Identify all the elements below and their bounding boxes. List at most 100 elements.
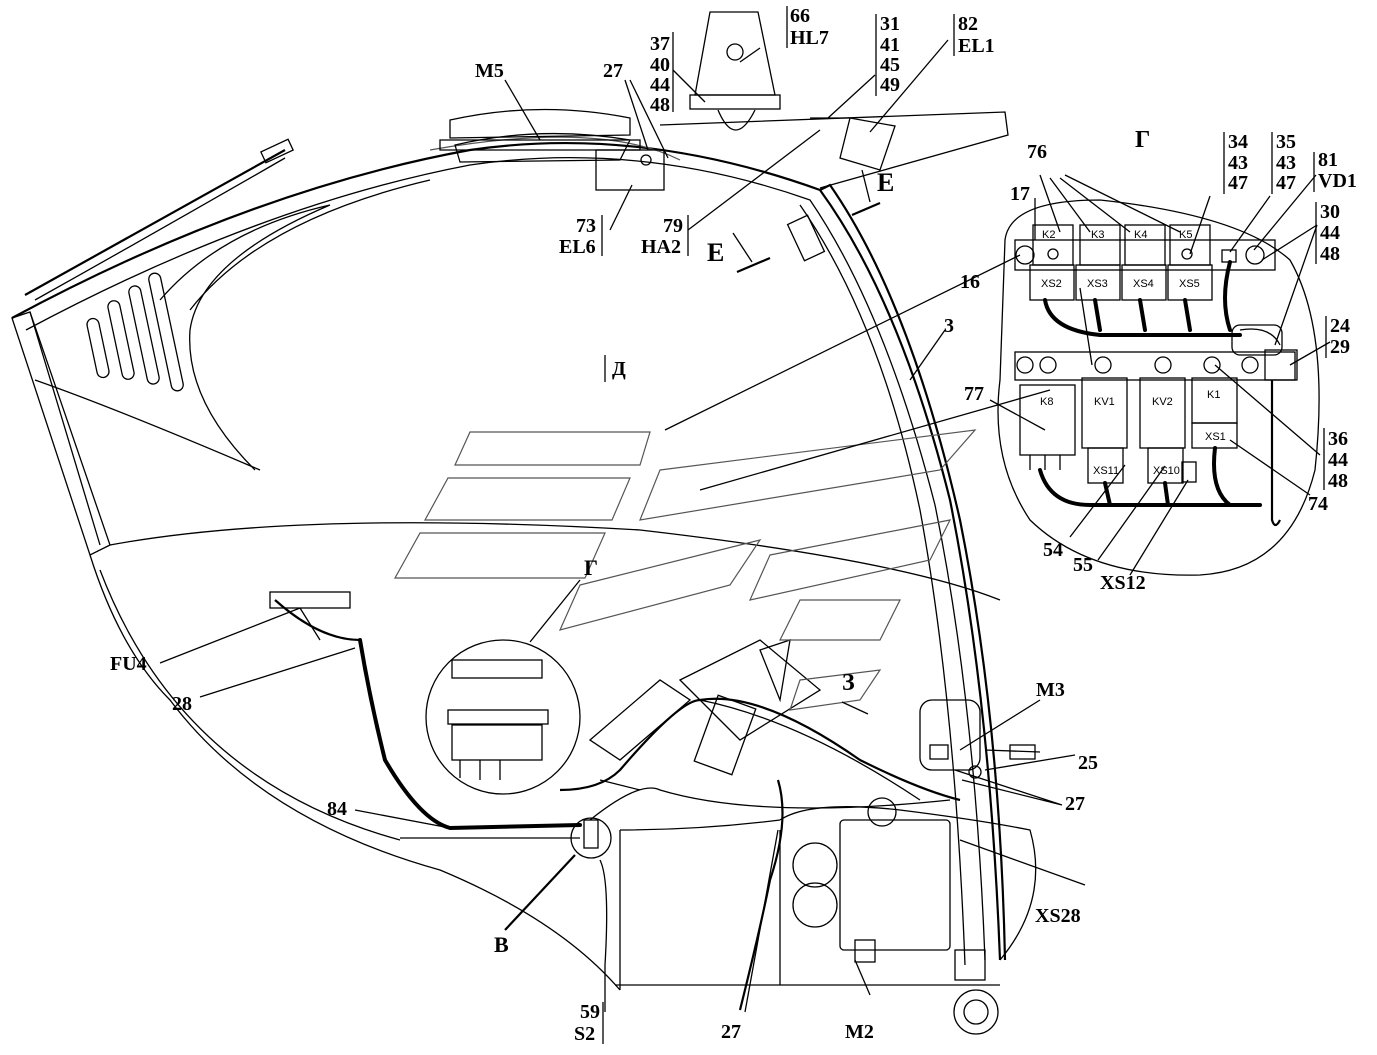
relay-kv2: KV2: [1152, 396, 1173, 408]
svg-text:47: 47: [1276, 172, 1296, 194]
relay-k2: K2: [1042, 229, 1055, 241]
svg-text:45: 45: [880, 54, 900, 76]
label-28: 28: [172, 693, 192, 715]
relay-bay-plates: [393, 429, 977, 711]
label-z-arrow: З: [842, 670, 855, 696]
label-m5: M5: [475, 60, 504, 82]
label-e-mid: Е: [707, 238, 724, 267]
svg-text:HA2: HA2: [641, 236, 681, 258]
heater-m2: [792, 797, 951, 963]
label-g-detail: Г: [1135, 127, 1150, 153]
svg-text:40: 40: [650, 54, 670, 76]
label-35-group: 35 43 47: [1271, 131, 1296, 194]
label-81-vd1: 81 VD1: [1313, 149, 1357, 192]
svg-text:30: 30: [1320, 201, 1340, 223]
detail-circle-g: [425, 579, 581, 795]
vent-slots: [86, 272, 184, 392]
label-84: 84: [327, 798, 347, 820]
label-82-el1: 82 EL1: [953, 13, 995, 57]
label-fu4: FU4: [110, 653, 147, 675]
label-24-group: 24 29: [1325, 315, 1350, 358]
svg-text:82: 82: [958, 13, 978, 35]
relay-k4: K4: [1134, 229, 1147, 241]
svg-text:48: 48: [1320, 243, 1340, 265]
svg-text:24: 24: [1330, 315, 1350, 337]
label-e-top: Е: [877, 168, 894, 197]
lamp-el1: [810, 117, 896, 171]
svg-text:EL1: EL1: [958, 35, 995, 57]
detail-view-g: K2 K3 K4 K5 XS2 XS3 XS4 XS5: [664, 199, 1320, 576]
label-55: 55: [1073, 554, 1093, 576]
label-v: В: [494, 932, 509, 957]
relay-row-bottom: K8 KV1 KV2 K1 XS11 XS10 XS1: [1019, 377, 1238, 484]
relay-k5: K5: [1179, 229, 1192, 241]
detail-circle-b: [504, 817, 612, 931]
svg-text:48: 48: [1328, 470, 1348, 492]
socket-xs2: XS2: [1041, 278, 1062, 290]
label-m2: M2: [845, 1021, 874, 1043]
label-36-group: 36 44 48: [1323, 428, 1348, 492]
label-27-bottom: 27: [721, 1021, 741, 1043]
label-74: 74: [1308, 493, 1328, 515]
label-16: 16: [960, 271, 980, 293]
socket-xs11: XS11: [1093, 465, 1119, 477]
beacon-lamp-hl7: [689, 11, 781, 131]
svg-text:29: 29: [1330, 336, 1350, 358]
socket-xs10: XS10: [1153, 465, 1180, 477]
svg-text:EL6: EL6: [559, 236, 596, 258]
svg-text:36: 36: [1328, 428, 1348, 450]
label-76: 76: [1027, 141, 1047, 163]
svg-text:43: 43: [1276, 152, 1296, 174]
socket-xs3: XS3: [1087, 278, 1108, 290]
label-27-right: 27: [1065, 793, 1085, 815]
svg-text:41: 41: [880, 34, 900, 56]
cab-outline: [11, 108, 1037, 1035]
svg-text:S2: S2: [574, 1023, 595, 1045]
label-79-ha2: 79 HA2: [641, 215, 689, 258]
svg-text:44: 44: [650, 74, 670, 96]
label-3: 3: [944, 315, 954, 337]
svg-text:44: 44: [1328, 449, 1348, 471]
svg-text:73: 73: [576, 215, 596, 237]
label-31-group: 31 41 45 49: [875, 13, 900, 96]
svg-text:47: 47: [1228, 172, 1248, 194]
relay-k3: K3: [1091, 229, 1104, 241]
socket-row-top: XS2 XS3 XS4 XS5: [1029, 264, 1213, 301]
wiring-harness: [274, 599, 961, 1011]
relay-kv1: KV1: [1094, 396, 1115, 408]
section-arrows: [604, 169, 881, 715]
labels: M5 27 73 EL6 79 HA2 37 40 44 48 66 HL7 3…: [110, 5, 1357, 1045]
label-xs28: XS28: [1035, 905, 1081, 927]
leader-lines: [159, 39, 1331, 1013]
label-66-hl7: 66 HL7: [786, 5, 829, 49]
relay-k1: K1: [1207, 389, 1220, 401]
svg-text:49: 49: [880, 74, 900, 96]
label-g-callout: Г: [584, 555, 598, 580]
label-73-el6: 73 EL6: [559, 215, 603, 258]
svg-text:43: 43: [1228, 152, 1248, 174]
label-77: 77: [964, 383, 984, 405]
svg-text:VD1: VD1: [1318, 170, 1357, 192]
wiper-motor-m3: [919, 699, 1041, 779]
control-column: [588, 639, 921, 801]
label-27-top: 27: [603, 60, 623, 82]
svg-text:44: 44: [1320, 222, 1340, 244]
label-54: 54: [1043, 539, 1063, 561]
label-xs12: XS12: [1100, 572, 1146, 594]
svg-text:66: 66: [790, 5, 810, 27]
label-34-group: 34 43 47: [1223, 131, 1248, 194]
relay-k8: K8: [1040, 396, 1053, 408]
socket-xs1: XS1: [1205, 431, 1226, 443]
svg-text:HL7: HL7: [790, 27, 829, 49]
label-17: 17: [1010, 183, 1030, 205]
label-d-arrow: Д: [612, 358, 626, 380]
svg-text:48: 48: [650, 94, 670, 116]
label-30-group: 30 44 48: [1315, 201, 1340, 265]
svg-text:37: 37: [650, 33, 670, 55]
label-59-s2: 59 S2: [574, 1001, 604, 1045]
svg-text:81: 81: [1318, 149, 1338, 171]
label-25: 25: [1078, 752, 1098, 774]
svg-text:35: 35: [1276, 131, 1296, 153]
label-37-group: 37 40 44 48: [650, 32, 674, 116]
